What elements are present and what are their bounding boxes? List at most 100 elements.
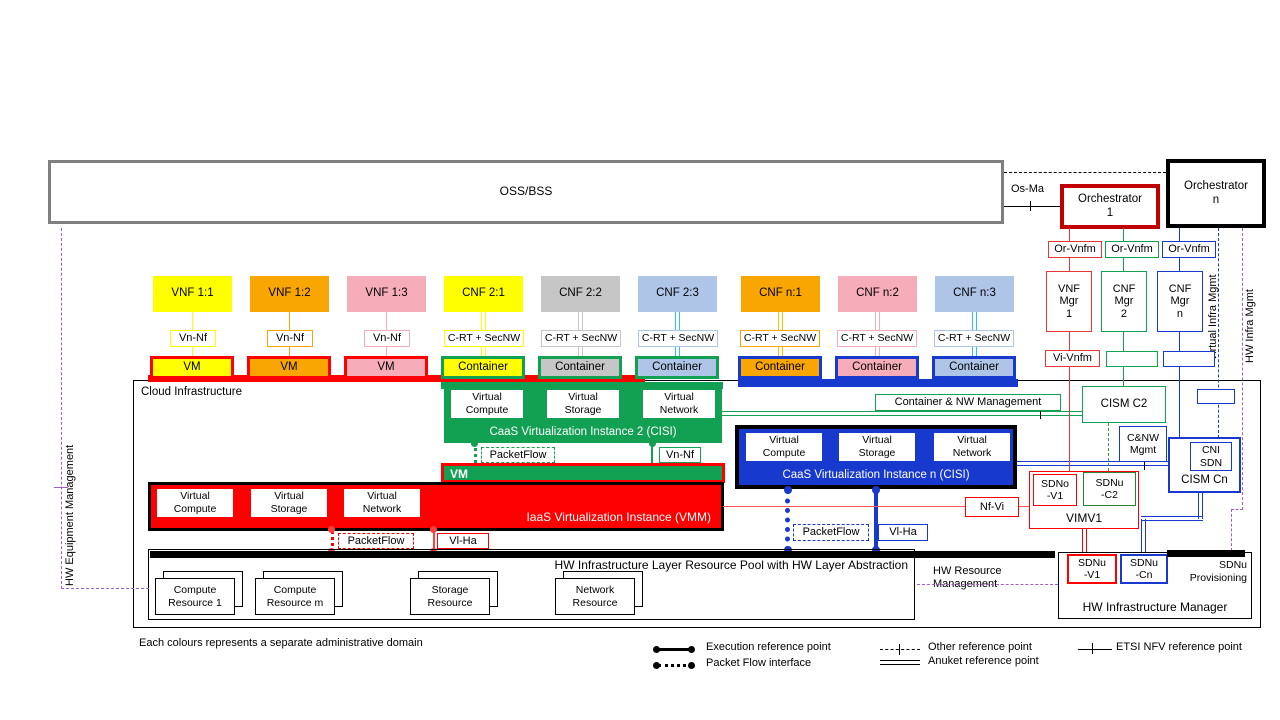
hw-abstraction-bar	[150, 551, 1055, 558]
caasn-packetflow-line	[785, 489, 790, 551]
vim-v1-box: SDNo -V1 SDNu -C2 VIMV1	[1029, 471, 1139, 529]
execution-endpoint-dot	[872, 486, 880, 494]
hw-resource-pool-label: HW Infrastructure Layer Resource Pool wi…	[554, 558, 908, 572]
execution-endpoint-dot	[430, 526, 437, 533]
or-vnfm-label-3: Or-Vnfm	[1162, 241, 1216, 258]
cnf-n-1-box: CNF n:1	[741, 276, 820, 312]
hw-equipment-mgmt-line	[61, 228, 62, 589]
etsi-reference-symbol	[1078, 649, 1112, 650]
iaas-packetflow-line	[331, 531, 334, 552]
execution-endpoint-dot	[653, 645, 660, 653]
execution-endpoint-dot	[688, 645, 695, 653]
vi-vnfm-placeholder-blue	[1163, 351, 1215, 367]
iaas-virtual-compute: Virtual Compute	[157, 489, 233, 517]
vm-box-1: VM	[150, 356, 234, 379]
sdnu-provisioning-label: SDNu Provisioning	[1189, 559, 1247, 584]
c-rt-secnw-label-3: C-RT + SecNW	[638, 330, 718, 347]
iaas-vl-ha-label: Vl-Ha	[437, 533, 489, 549]
caasn-virtual-compute: Virtual Compute	[746, 433, 822, 461]
compute-resource-m-box: Compute Resource m	[255, 578, 335, 615]
other-reference-tick	[899, 644, 900, 655]
cism-c2-box: CISM C2	[1082, 386, 1166, 423]
packetflow-endpoint-dot	[471, 440, 478, 447]
vn-nf-label-1: Vn-Nf	[170, 330, 216, 347]
oss-bss-box: OSS/BSS	[48, 160, 1004, 224]
iaas-vmm-box: Virtual Compute Virtual Storage Virtual …	[148, 482, 724, 531]
vm-box-3: VM	[344, 356, 428, 379]
vi-vnfm-label: Vi-Vnfm	[1045, 350, 1100, 367]
placeholder-blue-rect	[1197, 389, 1235, 404]
orchestrator-n-box: Orchestrator n	[1166, 159, 1266, 228]
legend-other-label: Other reference point	[928, 641, 1032, 653]
caas2-virtual-compute: Virtual Compute	[451, 390, 523, 418]
execution-reference-symbol	[658, 648, 692, 651]
cni-sdn-box: CNI SDN	[1190, 442, 1232, 471]
etsi-reference-tick	[1092, 643, 1093, 654]
nf-vi-label: Nf-Vi	[965, 497, 1019, 517]
caasn-vl-ha-label: Vl-Ha	[878, 524, 928, 541]
other-reference-symbol	[880, 649, 920, 650]
packetflow-endpoint-dot	[784, 486, 792, 494]
caas2-domain-bar	[441, 382, 723, 389]
container-box-2: Container	[538, 356, 622, 379]
legend-execution-label: Execution reference point	[706, 641, 831, 653]
container-box-5: Container	[835, 356, 919, 379]
caas2-box: Virtual Compute Virtual Storage Virtual …	[444, 387, 722, 443]
vm-host-bar-label: VM	[450, 467, 468, 481]
packetflow-endpoint-dot	[328, 526, 335, 533]
cnf-n-2-box: CNF n:2	[838, 276, 917, 312]
virtual-infra-mgmt-line	[1218, 228, 1219, 438]
packet-flow-symbol	[658, 664, 692, 667]
hw-infra-mgmt-line	[1231, 509, 1232, 551]
iaas-packetflow-label: PacketFlow	[338, 533, 414, 549]
etsi-tick-os-ma	[1030, 201, 1031, 211]
iaas-virtual-storage: Virtual Storage	[251, 489, 327, 517]
vn-nf-label-3: Vn-Nf	[364, 330, 410, 347]
c-rt-secnw-label-2: C-RT + SecNW	[541, 330, 621, 347]
cnf-n-3-box: CNF n:3	[935, 276, 1014, 312]
container-box-1: Container	[441, 356, 525, 379]
cnf-mgr-2-box: CNF Mgr 2	[1101, 271, 1147, 332]
caas2-vn-nf-label: Vn-Nf	[659, 447, 701, 463]
sdnu-cn-box: SDNu -Cn	[1120, 554, 1168, 584]
vnf-1-1-box: VNF 1:1	[153, 276, 232, 312]
cnf-mgr-n-box: CNF Mgr n	[1157, 271, 1203, 332]
nf-vi-line	[723, 506, 1029, 507]
legend-packet-flow-label: Packet Flow interface	[706, 657, 812, 669]
anuket-reference-symbol	[880, 660, 920, 665]
caasn-box: Virtual Compute Virtual Storage Virtual …	[735, 425, 1017, 489]
legend-domain-note: Each colours represents a separate admin…	[139, 637, 423, 649]
iaas-vl-ha-line	[433, 531, 435, 552]
vm-host-bar: VM	[441, 463, 725, 483]
cism-cn-box: CNI SDN CISM Cn	[1168, 437, 1241, 493]
caasn-vl-ha-line	[874, 489, 878, 551]
hw-resource-mgmt-line	[917, 584, 1058, 585]
vim-v1-label: VIMV1	[1065, 510, 1102, 525]
compute-resource-1-box: Compute Resource 1	[155, 578, 235, 615]
os-ma-label: Os-Ma	[1011, 183, 1044, 195]
hw-infra-mgmt-line	[1231, 509, 1243, 510]
legend-etsi-label: ETSI NFV reference point	[1116, 641, 1242, 653]
sdno-v1-box: SDNo -V1	[1033, 474, 1077, 506]
vn-nf-label-2: Vn-Nf	[267, 330, 313, 347]
vm-box-2: VM	[247, 356, 331, 379]
other-reference-tick	[54, 487, 68, 488]
hw-resource-pool-box: HW Infrastructure Layer Resource Pool wi…	[148, 549, 915, 620]
hw-resource-mgmt-label: HW Resource Management	[933, 565, 1002, 591]
iaas-label: IaaS Virtualization Instance (VMM)	[526, 509, 711, 524]
hw-infra-mgmt-line	[1242, 228, 1243, 510]
hw-infra-manager-label: HW Infrastructure Manager	[1082, 599, 1228, 614]
vnfm-chain-line-blue	[1179, 228, 1180, 437]
other-reference-line-oss-orchestrator-n	[1004, 172, 1166, 173]
etsi-reference-line-os-ma	[1004, 206, 1060, 207]
sdnu-c2-box: SDNu -C2	[1083, 472, 1136, 506]
execution-endpoint-dot	[872, 546, 880, 554]
hw-equipment-mgmt-label: HW Equipment Management	[64, 444, 76, 586]
cloud-infrastructure-label: Cloud Infrastructure	[141, 386, 242, 398]
hw-equipment-mgmt-line	[61, 588, 149, 589]
caas2-virtual-storage: Virtual Storage	[547, 390, 619, 418]
sdnu-provisioning-bar	[1167, 550, 1245, 557]
anuket-tick	[1144, 458, 1145, 470]
cismcn-sdnu-cn-link	[1141, 519, 1146, 553]
packet-flow-endpoint-dot	[688, 661, 695, 669]
